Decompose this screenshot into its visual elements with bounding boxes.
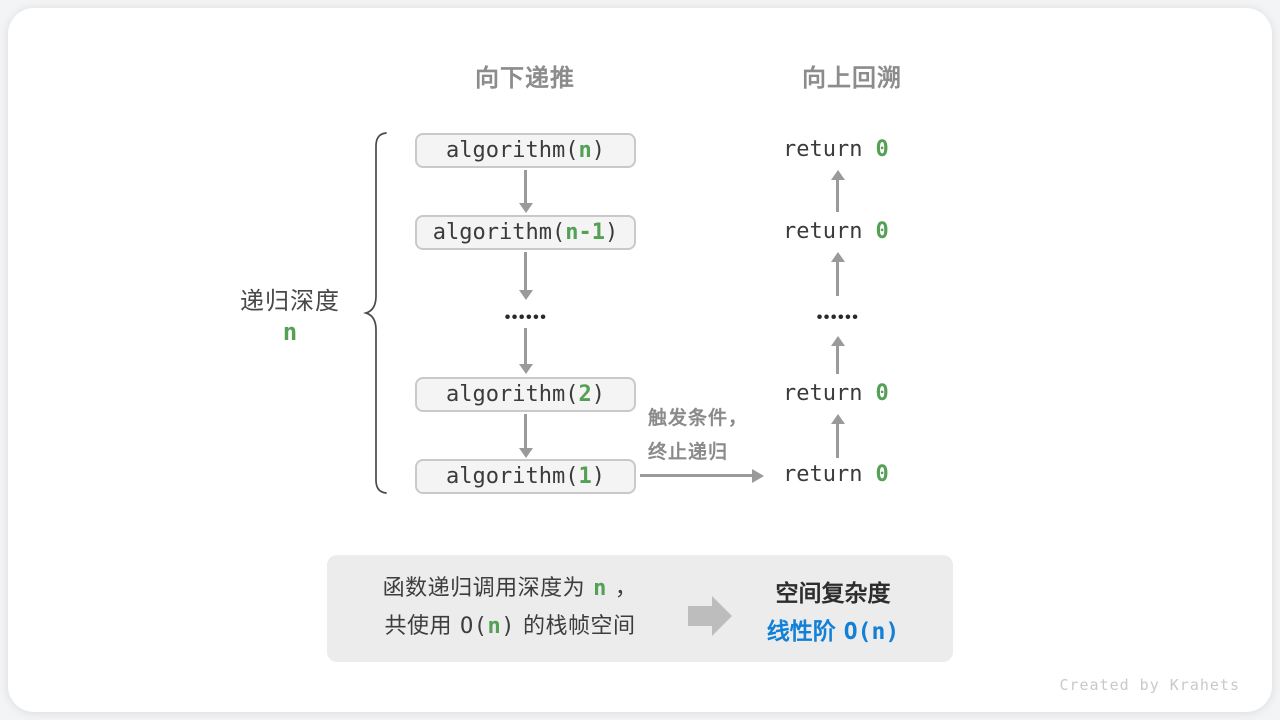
base-case-arrow — [640, 474, 752, 477]
result-var-n: n — [871, 619, 886, 645]
space-complexity-title: 空间复杂度 — [775, 580, 891, 606]
up-arrow — [836, 346, 839, 374]
up-arrow — [836, 262, 839, 296]
return-statement: return 0 — [783, 221, 889, 243]
call-text: ) — [591, 138, 605, 163]
base-case-note: 触发条件， 终止递归 — [648, 402, 748, 470]
summary-text: 函数递归调用深度为 — [382, 575, 586, 600]
depth-n: n — [282, 318, 298, 346]
summary-text: 的栈帧空间 — [523, 613, 636, 638]
call-box-2: algorithm(2) — [415, 377, 636, 412]
depth-variable: n — [230, 318, 350, 347]
header-upward-backtracking: 向上回溯 — [802, 65, 902, 92]
summary-var-n: n — [593, 576, 607, 601]
summary-text: ， — [614, 575, 638, 600]
up-arrow — [836, 180, 839, 212]
call-box-n-1: algorithm(n-1) — [415, 215, 636, 250]
base-case-note-line2: 终止递归 — [648, 442, 729, 463]
summary-panel — [327, 555, 953, 662]
call-arg: 1 — [578, 464, 592, 489]
down-arrow — [524, 328, 527, 364]
watermark-credit: Created by Krahets — [1059, 676, 1240, 694]
return-keyword: return — [783, 137, 863, 162]
return-keyword: return — [783, 219, 863, 244]
curly-brace — [363, 132, 387, 494]
call-box-n: algorithm(n) — [415, 133, 636, 168]
return-keyword: return — [783, 462, 863, 487]
summary-var-n: n — [487, 614, 502, 639]
return-value: 0 — [875, 137, 889, 162]
return-statement: return 0 — [783, 464, 889, 486]
call-arg: n-1 — [565, 220, 605, 245]
call-text: algorithm( — [432, 220, 566, 245]
base-case-note-line1: 触发条件， — [648, 408, 749, 429]
big-o-open: O( — [460, 614, 488, 639]
call-text: ) — [604, 220, 619, 245]
call-text: ) — [591, 382, 605, 407]
arrow-tail — [688, 606, 712, 626]
call-text: ) — [591, 464, 605, 489]
return-statement: return 0 — [783, 139, 889, 161]
call-box-1: algorithm(1) — [415, 459, 636, 494]
down-arrow — [524, 170, 527, 203]
call-text: algorithm( — [446, 382, 579, 407]
down-arrow — [524, 252, 527, 290]
call-arg: n — [578, 138, 592, 163]
header-downward-recursion: 向下递推 — [475, 65, 575, 92]
summary-text: 共使用 — [384, 613, 452, 638]
summary-line2: 共使用 O(n) 的栈帧空间 — [340, 607, 680, 645]
down-arrow — [524, 414, 527, 448]
call-text: algorithm( — [446, 464, 579, 489]
return-keyword: return — [783, 381, 863, 406]
summary-line1: 函数递归调用深度为 n ， — [340, 569, 680, 607]
return-value: 0 — [875, 462, 889, 487]
implies-arrow-icon — [688, 596, 732, 636]
call-text: algorithm( — [446, 138, 579, 163]
arrow-head — [712, 596, 732, 636]
call-arg: 2 — [578, 382, 592, 407]
up-arrow — [836, 424, 839, 458]
ellipsis-right: •••••• — [816, 309, 860, 326]
big-o-close: ) — [885, 619, 900, 645]
ellipsis-left: •••••• — [504, 309, 548, 326]
result-text: 线性阶 — [766, 618, 836, 644]
return-statement: return 0 — [783, 383, 889, 405]
return-value: 0 — [875, 381, 889, 406]
space-complexity-result: 线性阶 O(n) — [743, 612, 923, 646]
big-o-open: O( — [843, 619, 872, 645]
return-value: 0 — [875, 219, 889, 244]
depth-label: 递归深度 — [240, 288, 340, 315]
big-o-close: ) — [501, 614, 515, 639]
